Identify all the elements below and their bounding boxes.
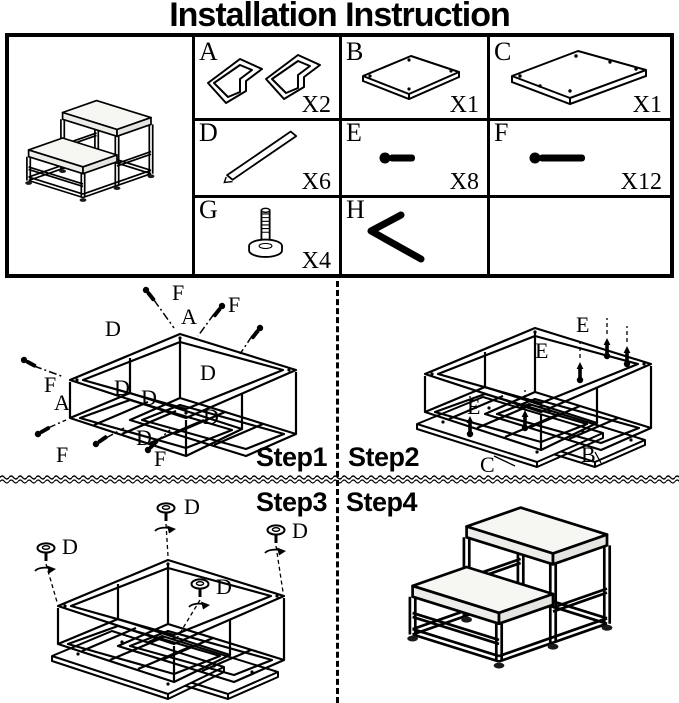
- step1-label: Step1: [255, 442, 328, 472]
- step-stool-drawing: [24, 99, 156, 203]
- pin-leader-lines: [469, 318, 628, 412]
- table-grid-line: [192, 37, 195, 274]
- part-label-f: F: [44, 372, 57, 397]
- part-qty: X8: [449, 169, 479, 195]
- part-label-f: F: [56, 442, 69, 467]
- support-tube-icon: [223, 130, 298, 184]
- step3-label: Step3: [255, 487, 328, 517]
- part-letter: E: [346, 118, 362, 147]
- part-qty: X12: [620, 169, 662, 195]
- part-label-d: D: [136, 425, 152, 450]
- product-cell: [9, 37, 192, 274]
- part-qty: X2: [301, 92, 331, 118]
- table-grid-line: [487, 37, 490, 274]
- part-letter: H: [346, 195, 365, 224]
- step3-panel: D D D D Step3: [0, 484, 337, 703]
- side-panel-pair-icon: [207, 54, 321, 104]
- part-qty: X1: [449, 92, 479, 118]
- step2-label: Step2: [348, 442, 420, 472]
- table-grid-line: [339, 37, 342, 274]
- page-title: Installation Instruction: [169, 0, 511, 34]
- vertical-dashed-divider: [336, 281, 339, 703]
- part-letter: B: [346, 37, 364, 66]
- step1-diagram: [19, 285, 298, 458]
- step4-panel: Step4: [339, 484, 679, 703]
- part-qty: X4: [301, 248, 331, 274]
- part-cell-b: B X1: [339, 37, 487, 118]
- part-cell-f: F X12: [487, 118, 670, 195]
- part-qty: X1: [632, 92, 662, 118]
- part-label-f: F: [172, 280, 185, 305]
- small-board-icon: [362, 55, 460, 101]
- step3-diagram: [34, 501, 287, 700]
- step2-diagram: [416, 318, 653, 468]
- part-label-e: E: [576, 312, 590, 337]
- part-label-e: E: [535, 338, 549, 363]
- part-letter: D: [199, 118, 218, 147]
- part-label-a: A: [181, 304, 197, 329]
- part-label-e: E: [467, 394, 481, 419]
- short-bolt-icon: [379, 152, 415, 164]
- step2-panel: E E E C B Step2: [339, 280, 679, 477]
- part-letter: F: [494, 118, 509, 147]
- part-label-c: C: [480, 452, 495, 477]
- part-letter: G: [199, 195, 218, 224]
- part-label-d: D: [203, 404, 219, 429]
- long-bolt-icon: [529, 152, 585, 164]
- part-cell-c: C X1: [487, 37, 670, 118]
- step4-diagram: [405, 506, 614, 670]
- part-label-b: B: [581, 442, 596, 467]
- step1-panel: F A F D F A D D D D D F F Step1: [0, 280, 337, 474]
- part-cell-d: D X6: [192, 118, 339, 195]
- part-label-d: D: [141, 385, 157, 410]
- part-label-d: D: [216, 574, 232, 599]
- part-label-d: D: [184, 494, 200, 519]
- empty-cell: [487, 195, 670, 274]
- large-board-icon: [511, 50, 647, 106]
- bolt-leader-lines: [33, 299, 253, 443]
- part-label-d: D: [114, 375, 130, 400]
- part-label-f: F: [228, 292, 241, 317]
- wavy-divider: [0, 474, 679, 484]
- label-leader-lines: [493, 451, 602, 467]
- table-grid-line: [192, 118, 670, 121]
- foot-leader-lines: [45, 523, 284, 639]
- part-cell-g: G X4: [192, 195, 339, 274]
- part-label-d: D: [105, 316, 121, 341]
- part-label-f: F: [154, 446, 167, 471]
- part-label-d: D: [62, 534, 78, 559]
- part-label-d: D: [200, 360, 216, 385]
- table-grid-line: [192, 195, 670, 198]
- adjustable-foot-icon: [248, 207, 283, 258]
- part-label-a: A: [54, 390, 70, 415]
- part-letter: A: [199, 37, 218, 66]
- step4-label: Step4: [346, 487, 418, 517]
- part-cell-h: H: [339, 195, 487, 274]
- allen-key-icon: [367, 211, 425, 263]
- part-cell-a: A X2: [192, 37, 339, 118]
- part-letter: C: [494, 37, 512, 66]
- part-cell-e: E X8: [339, 118, 487, 195]
- part-label-d: D: [292, 518, 308, 543]
- part-qty: X6: [301, 169, 331, 195]
- parts-table: A X2 B X1 C X1 D: [5, 33, 674, 278]
